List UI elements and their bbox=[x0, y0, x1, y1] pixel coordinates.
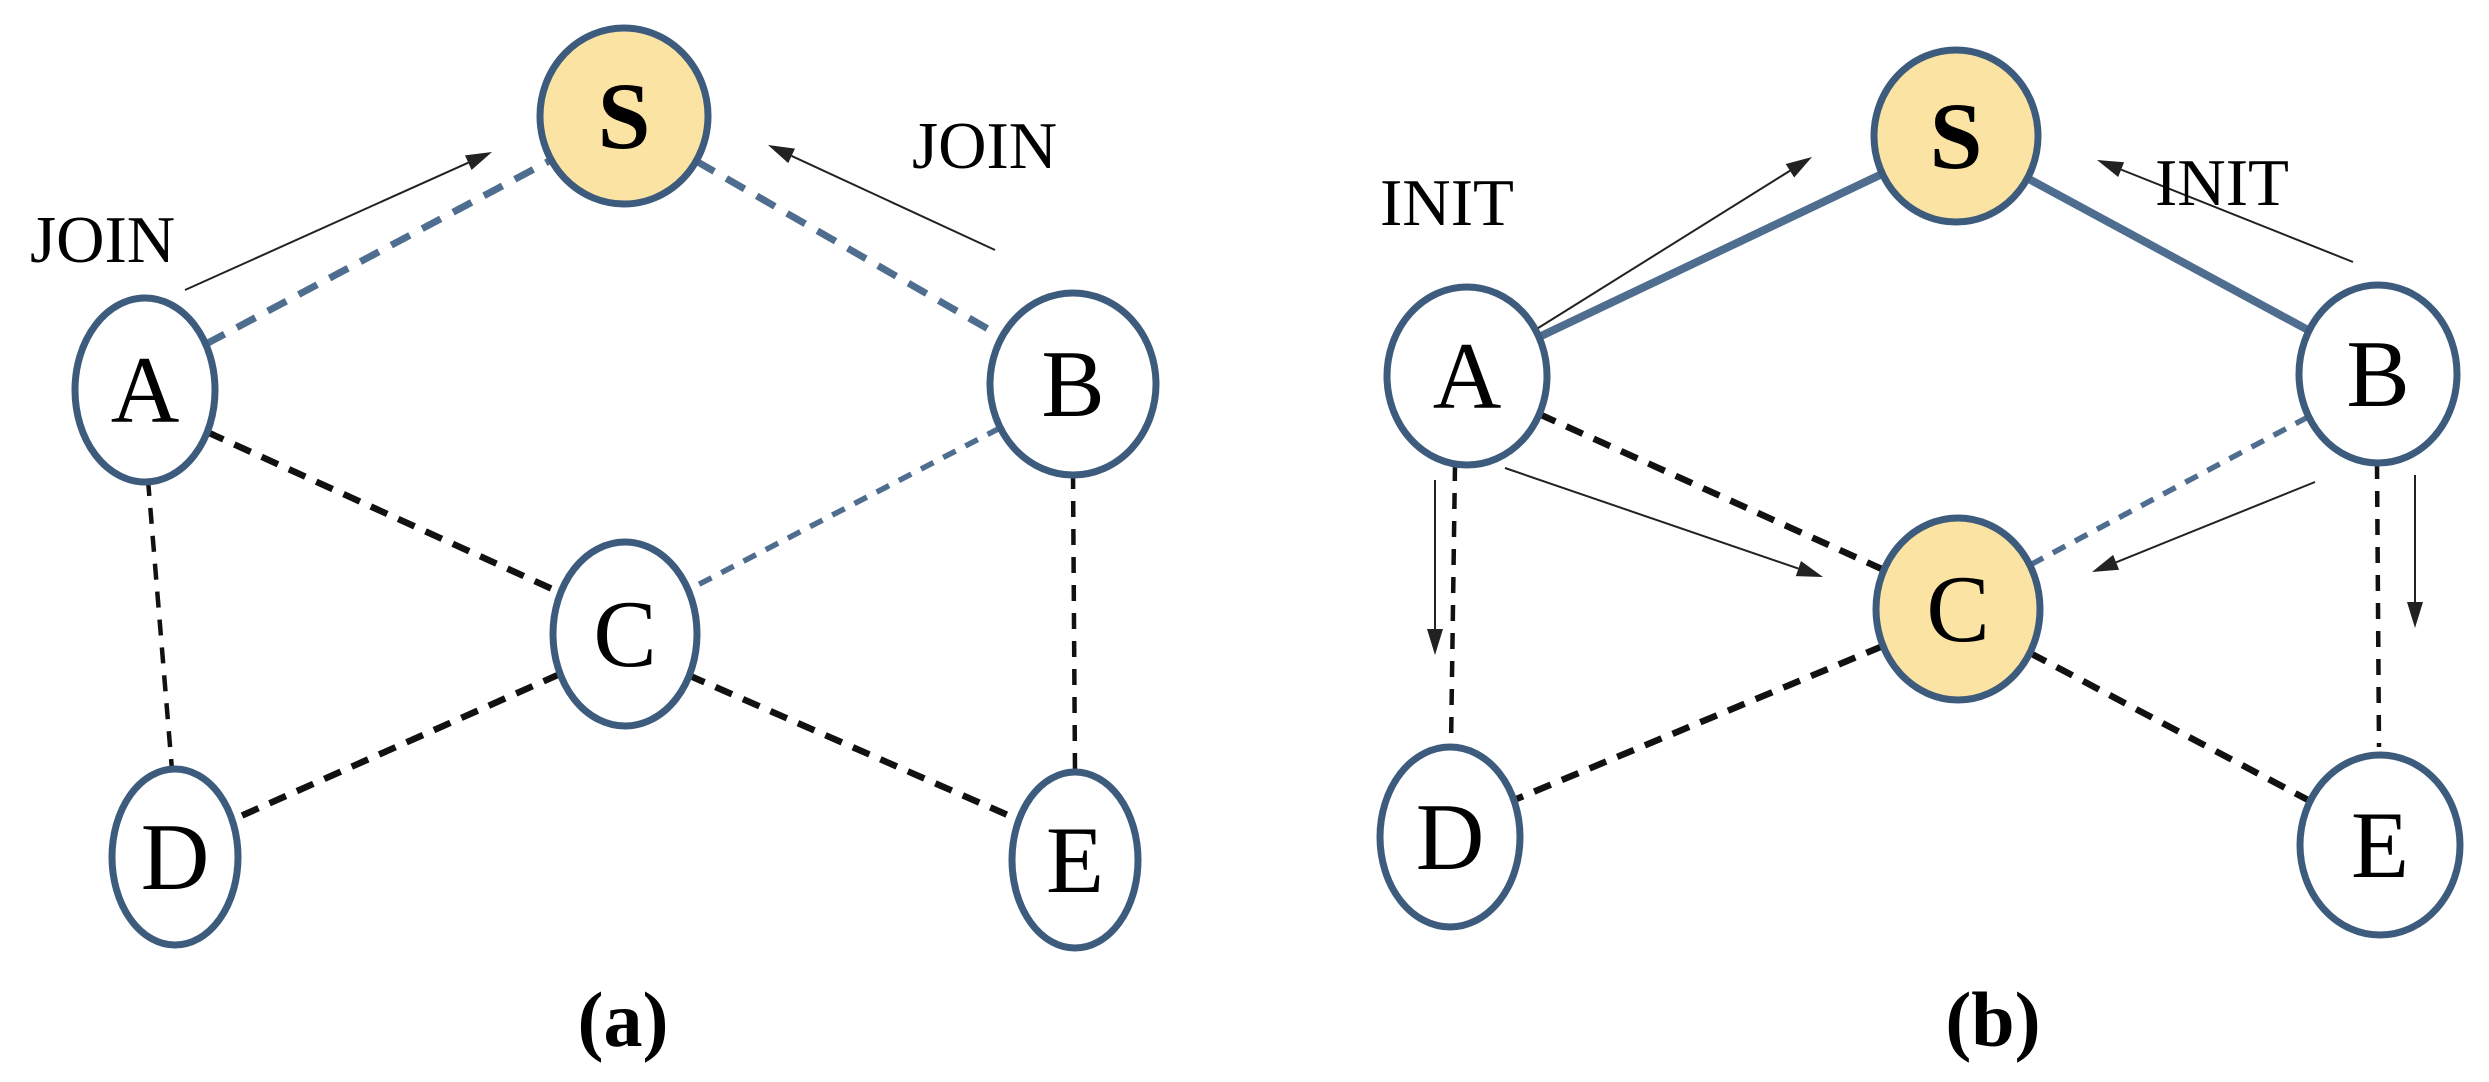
edge-b-e-b bbox=[2374, 462, 2382, 748]
caption-b: (b) bbox=[1945, 976, 2040, 1063]
node-a-b-circle bbox=[1383, 283, 1551, 469]
panel-b-diagram: S A B C D E INIT INIT (b) bbox=[1376, 46, 2464, 1063]
node-e-a-circle bbox=[1008, 768, 1142, 952]
arrow-a-to-c-shaft bbox=[1504, 467, 1799, 570]
node-c-b-circle bbox=[1872, 514, 2044, 704]
edge-c-e-b bbox=[2028, 650, 2312, 804]
node-c-b-label: C bbox=[1926, 556, 1989, 662]
init-arrow-a-to-s bbox=[1534, 157, 1812, 331]
init-label-left: INIT bbox=[1380, 166, 1514, 240]
node-e-a-label: E bbox=[1046, 807, 1104, 913]
node-b-a-label: B bbox=[1041, 331, 1104, 437]
arrow-a-to-d bbox=[1427, 480, 1443, 655]
edge-b-c-b bbox=[2028, 414, 2310, 568]
arrow-b-to-e-head bbox=[2407, 602, 2423, 628]
edge-b-c-a bbox=[686, 425, 1002, 593]
node-d-a-label: D bbox=[141, 804, 210, 910]
join-arrow-a-to-s-shaft bbox=[184, 161, 469, 291]
node-b-b-circle bbox=[2295, 281, 2461, 467]
node-b-b: B bbox=[2295, 281, 2461, 467]
panel-a-diagram: S A B C D E JOIN JOIN (a) bbox=[30, 24, 1160, 1063]
node-s-b: S bbox=[1870, 46, 2042, 226]
node-s-b-circle bbox=[1870, 46, 2042, 226]
node-s-a-circle bbox=[536, 24, 712, 208]
arrow-b-to-c bbox=[2092, 481, 2316, 572]
node-e-b: E bbox=[2296, 751, 2464, 939]
arrow-b-to-c-shaft bbox=[2115, 481, 2316, 564]
node-d-b-label: D bbox=[1416, 784, 1485, 890]
node-b-a: B bbox=[986, 289, 1160, 479]
node-a-b: A bbox=[1383, 283, 1551, 469]
node-e-b-label: E bbox=[2351, 792, 2409, 898]
arrow-a-to-c-head bbox=[1795, 561, 1823, 577]
join-arrow-a-to-s bbox=[184, 152, 492, 291]
edge-c-e-a bbox=[686, 672, 1021, 823]
caption-a: (a) bbox=[578, 976, 669, 1063]
arrow-a-to-c bbox=[1504, 467, 1823, 577]
node-c-a-circle bbox=[549, 538, 701, 730]
edge-s-b-b bbox=[2025, 174, 2310, 334]
node-c-a-label: C bbox=[593, 581, 656, 687]
node-a-a-circle bbox=[71, 294, 219, 486]
init-arrow-a-to-s-head bbox=[1785, 157, 1812, 178]
init-arrow-b-to-s bbox=[2097, 160, 2354, 263]
edge-b-e-a bbox=[1070, 472, 1078, 773]
edge-c-d-a bbox=[230, 671, 562, 823]
node-e-a: E bbox=[1008, 768, 1142, 952]
join-arrow-b-to-s-head bbox=[768, 145, 795, 164]
node-b-b-label: B bbox=[2346, 321, 2409, 427]
init-arrow-a-to-s-shaft bbox=[1534, 169, 1791, 331]
edge-s-b-a bbox=[694, 157, 1004, 341]
node-a-a-label: A bbox=[111, 337, 180, 443]
node-b-a-circle bbox=[986, 289, 1160, 479]
init-label-right: INIT bbox=[2155, 146, 2289, 220]
node-a-b-label: A bbox=[1433, 323, 1502, 429]
edge-a-c-b bbox=[1537, 411, 1886, 573]
edge-a-d-a bbox=[145, 479, 175, 771]
node-s-b-label: S bbox=[1930, 83, 1983, 189]
node-d-a: D bbox=[108, 765, 242, 949]
join-arrow-b-to-s-shaft bbox=[791, 155, 996, 251]
node-e-b-circle bbox=[2296, 751, 2464, 939]
arrow-a-to-d-head bbox=[1427, 629, 1443, 655]
edge-a-s-a bbox=[204, 156, 553, 348]
edge-c-d-b bbox=[1512, 643, 1885, 803]
node-c-b: C bbox=[1872, 514, 2044, 704]
init-arrow-b-to-s-shaft bbox=[2120, 168, 2354, 263]
join-arrow-b-to-s bbox=[768, 145, 996, 251]
node-d-a-circle bbox=[108, 765, 242, 949]
init-arrow-b-to-s-head bbox=[2097, 160, 2125, 178]
arrow-b-to-c-head bbox=[2092, 554, 2120, 572]
edge-a-s-b bbox=[1537, 170, 1884, 341]
node-s-a: S bbox=[536, 24, 712, 208]
join-label-right: JOIN bbox=[912, 109, 1057, 183]
node-d-b-circle bbox=[1376, 743, 1524, 931]
node-a-a: A bbox=[71, 294, 219, 486]
node-c-a: C bbox=[549, 538, 701, 730]
node-d-b: D bbox=[1376, 743, 1524, 931]
edge-a-c-a bbox=[205, 429, 563, 596]
join-label-left: JOIN bbox=[30, 203, 175, 277]
node-s-a-label: S bbox=[598, 63, 651, 169]
arrow-b-to-e bbox=[2407, 475, 2423, 628]
edge-a-d-b bbox=[1448, 464, 1458, 748]
join-arrow-a-to-s-head bbox=[465, 152, 492, 170]
